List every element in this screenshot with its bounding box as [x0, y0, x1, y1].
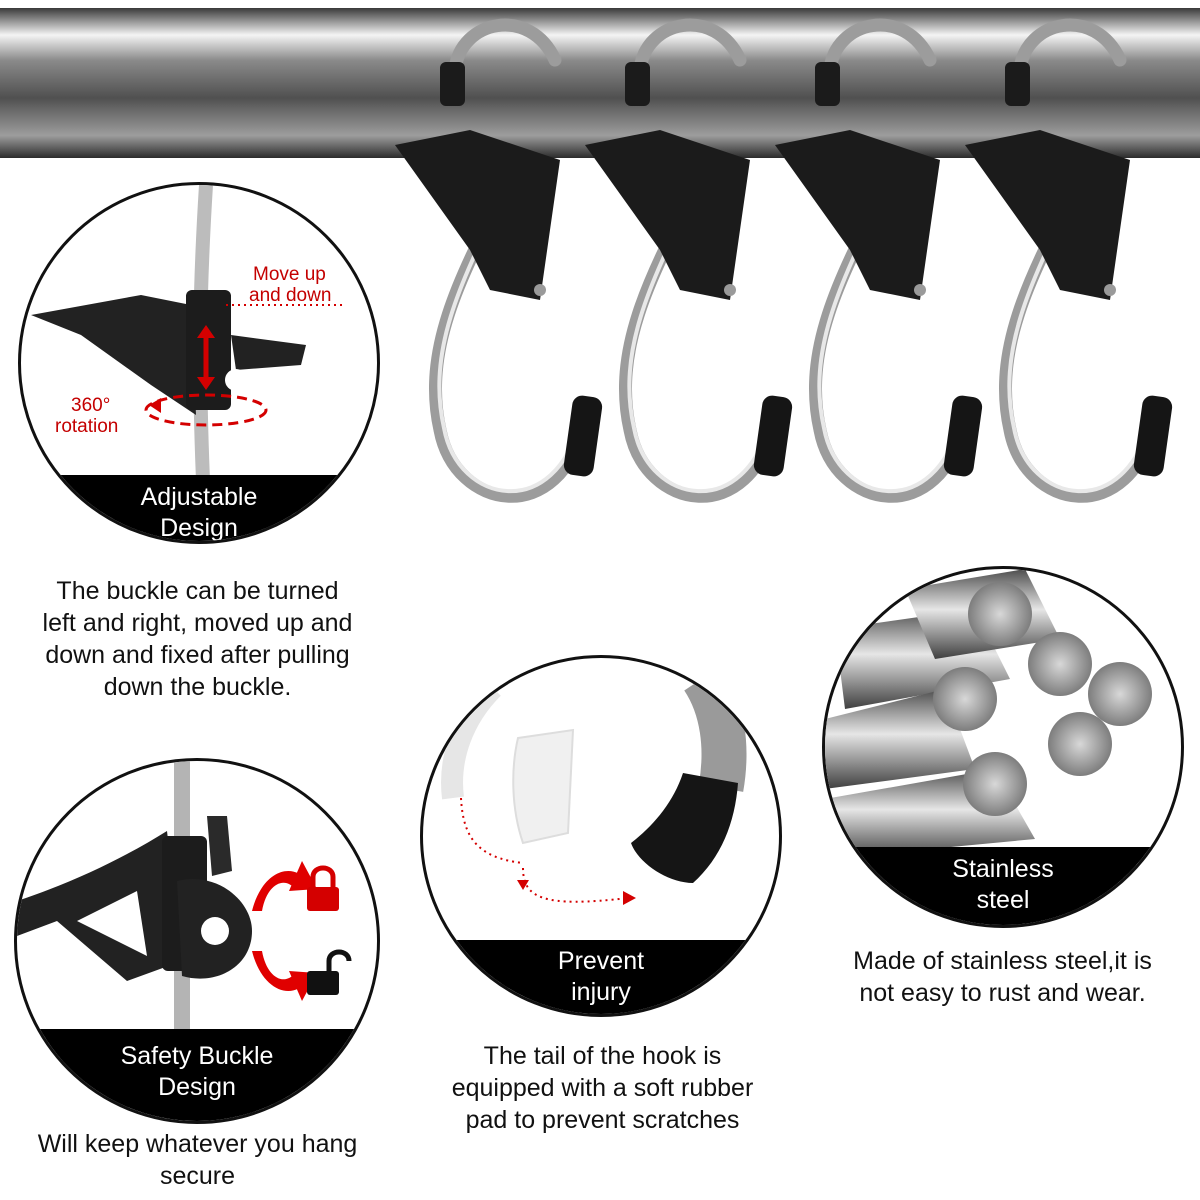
safety-title-band: Safety Buckle Design	[17, 1029, 377, 1121]
up-down-arrow-icon	[197, 325, 215, 390]
prevent-caption-line3: pad to prevent scratches	[465, 1106, 740, 1134]
stainless-caption-line1: Made of stainless steel,it is	[853, 947, 1152, 975]
hooks-on-rod-illustration	[0, 8, 1200, 503]
move-note-line1: Move up	[253, 264, 326, 285]
prevent-caption: The tail of the hook is equipped with a …	[405, 1040, 800, 1136]
stainless-title-line1: Stainless	[952, 855, 1054, 883]
safety-caption: Will keep whatever you hang secure	[0, 1128, 395, 1192]
safety-caption-line1: Will keep whatever you hang	[37, 1130, 358, 1158]
safety-buckle-illustration	[17, 761, 352, 1121]
rotate-arrow-icon	[144, 393, 268, 427]
rubber-pad-illustration	[441, 665, 747, 905]
prevent-caption-line1: The tail of the hook is	[483, 1042, 722, 1070]
stainless-title-line2: steel	[976, 886, 1030, 914]
adjustable-title-band: Adjustable Design	[21, 475, 377, 542]
adjustable-caption: The buckle can be turned left and right,…	[0, 575, 395, 703]
rotation-note-line2: rotation	[55, 416, 118, 437]
adjustable-design-circle: Move up and down 360° rotation Adjustabl…	[18, 182, 380, 544]
adjustable-title-line1: Adjustable	[140, 483, 258, 511]
stainless-steel-circle: Stainless steel	[822, 566, 1184, 928]
adjustable-caption-line2: left and right, moved up and	[42, 609, 353, 637]
safety-title-line2: Design	[158, 1073, 236, 1101]
lock-icon	[307, 865, 339, 911]
stainless-title-band: Stainless steel	[825, 847, 1181, 925]
prevent-caption-line2: equipped with a soft rubber	[451, 1074, 754, 1102]
steel-rods-illustration	[825, 569, 1152, 859]
unlock-icon	[307, 949, 352, 995]
rubber-tip	[563, 395, 1173, 477]
adjustable-title-line2: Design	[160, 514, 238, 542]
adjustable-caption-line1: The buckle can be turned	[56, 577, 339, 605]
steel-rod	[825, 569, 1152, 859]
buckle-pin	[534, 284, 1116, 296]
move-note-line2: and down	[249, 285, 331, 306]
adjustable-caption-line3: down and fixed after pulling	[45, 641, 350, 669]
safety-buckle-circle: Safety Buckle Design	[14, 758, 380, 1124]
buckle	[395, 130, 1130, 300]
rotation-note-line1: 360°	[71, 395, 110, 416]
buckle-top-cap	[440, 62, 1030, 106]
stainless-caption: Made of stainless steel,it is not easy t…	[805, 945, 1200, 1009]
adjustable-caption-line4: down the buckle.	[103, 673, 292, 701]
prevent-injury-circle: Prevent injury	[420, 655, 782, 1017]
safety-caption-line2: secure	[159, 1162, 236, 1190]
stainless-caption-line2: not easy to rust and wear.	[859, 979, 1146, 1007]
prevent-title-band: Prevent injury	[423, 940, 779, 1014]
safety-title-line1: Safety Buckle	[120, 1042, 274, 1070]
rod	[0, 8, 1200, 158]
prevent-title-line1: Prevent	[557, 947, 645, 975]
prevent-title-line2: injury	[571, 978, 631, 1006]
